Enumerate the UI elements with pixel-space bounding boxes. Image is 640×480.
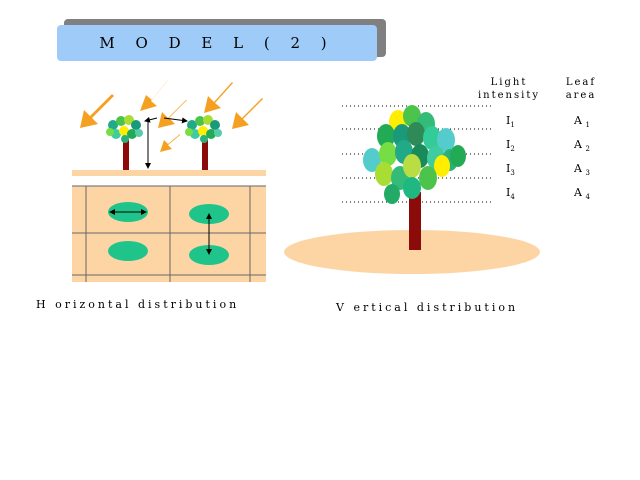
horizontal-caption: H orizontal distribution	[36, 298, 240, 311]
leaf-area-1: A 1	[574, 114, 590, 130]
diagram-title: M O D E L ( 2 )	[99, 34, 335, 52]
light-intensity-1: I1	[506, 114, 515, 130]
plan-view-grid	[72, 185, 266, 282]
vertical-caption: V ertical distribution	[336, 301, 519, 314]
leaf-patch	[189, 245, 229, 265]
sun-arrow	[204, 82, 233, 113]
sun-arrow	[158, 100, 187, 128]
spacing-arrow-left	[144, 116, 158, 123]
ground-ellipse	[284, 230, 540, 274]
title-box: M O D E L ( 2 )	[57, 25, 377, 61]
sunlight-arrows	[80, 80, 263, 152]
ground-strip	[72, 170, 266, 176]
sun-arrow	[160, 134, 180, 152]
light-intensity-3: I3	[506, 162, 515, 178]
tree-trunk	[409, 192, 421, 250]
light-intensity-4: I4	[506, 186, 515, 202]
leaf-area-3: A 3	[574, 162, 590, 178]
tree-trunk	[123, 140, 129, 170]
small-tree-right	[185, 115, 222, 170]
tree-trunk	[202, 140, 208, 170]
light-intensity-2: I2	[506, 138, 515, 154]
light-intensity-header: Light intensity	[474, 76, 544, 102]
layer-lines	[342, 105, 492, 203]
sun-arrow	[80, 94, 114, 128]
header-line: intensity	[477, 90, 540, 101]
header-line: area	[565, 90, 597, 101]
leaf-area-4: A 4	[574, 186, 590, 202]
header-line: Leaf	[565, 77, 597, 88]
big-tree	[363, 105, 466, 250]
sun-arrow	[140, 80, 168, 111]
small-tree-left	[106, 115, 143, 170]
leaf-area-header: Leaf area	[556, 76, 606, 102]
leaf-patch	[108, 241, 148, 261]
spacing-arrow-right	[163, 117, 188, 124]
header-line: Light	[490, 77, 528, 88]
leaf-area-2: A 2	[574, 138, 590, 154]
sun-arrow	[232, 98, 263, 129]
